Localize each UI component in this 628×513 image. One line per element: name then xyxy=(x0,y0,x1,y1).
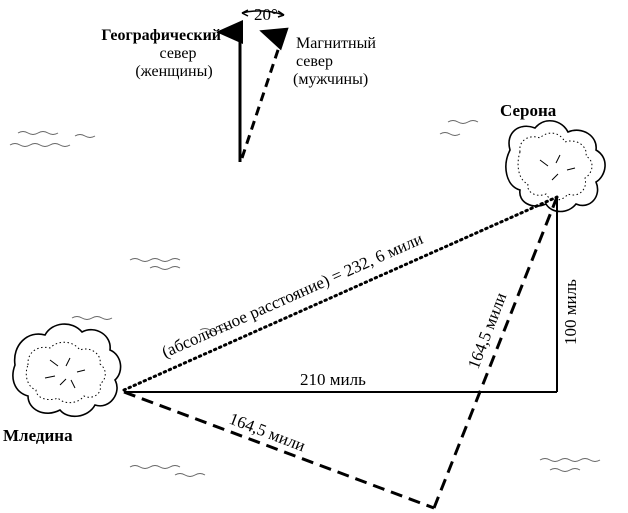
absolute-distance-label: (абсолютное расстояние) = 232, 6 мили xyxy=(159,229,426,362)
vertical-distance-label: 100 миль xyxy=(561,279,580,345)
absolute-distance-line xyxy=(122,195,559,392)
dashed-leg-lower xyxy=(123,390,435,510)
mag-north-label-2: север xyxy=(296,53,333,70)
mag-north-label-3: (мужчины) xyxy=(293,71,368,88)
sea-waves xyxy=(9,120,601,477)
island-mledina xyxy=(12,323,122,418)
magnetic-north-arrow xyxy=(240,27,289,159)
mag-north-label-1: Магнитный xyxy=(296,35,376,52)
angle-arc xyxy=(241,10,285,16)
compass: 20° Географический север (женщины) Магни… xyxy=(101,5,376,162)
route-lines xyxy=(122,195,559,510)
geo-north-label-3: (женщины) xyxy=(135,63,212,80)
island-serona xyxy=(505,120,606,213)
angle-label: 20° xyxy=(254,5,278,24)
geo-north-label-2: север xyxy=(160,45,197,62)
geo-north-label-1: Географический xyxy=(101,27,221,44)
island-label-mledina: Млединa xyxy=(3,426,73,445)
dashed-lower-distance-label: 164,5 мили xyxy=(227,409,308,455)
horizontal-distance-label: 210 миль xyxy=(300,370,366,389)
island-label-serona: Серона xyxy=(500,101,557,120)
